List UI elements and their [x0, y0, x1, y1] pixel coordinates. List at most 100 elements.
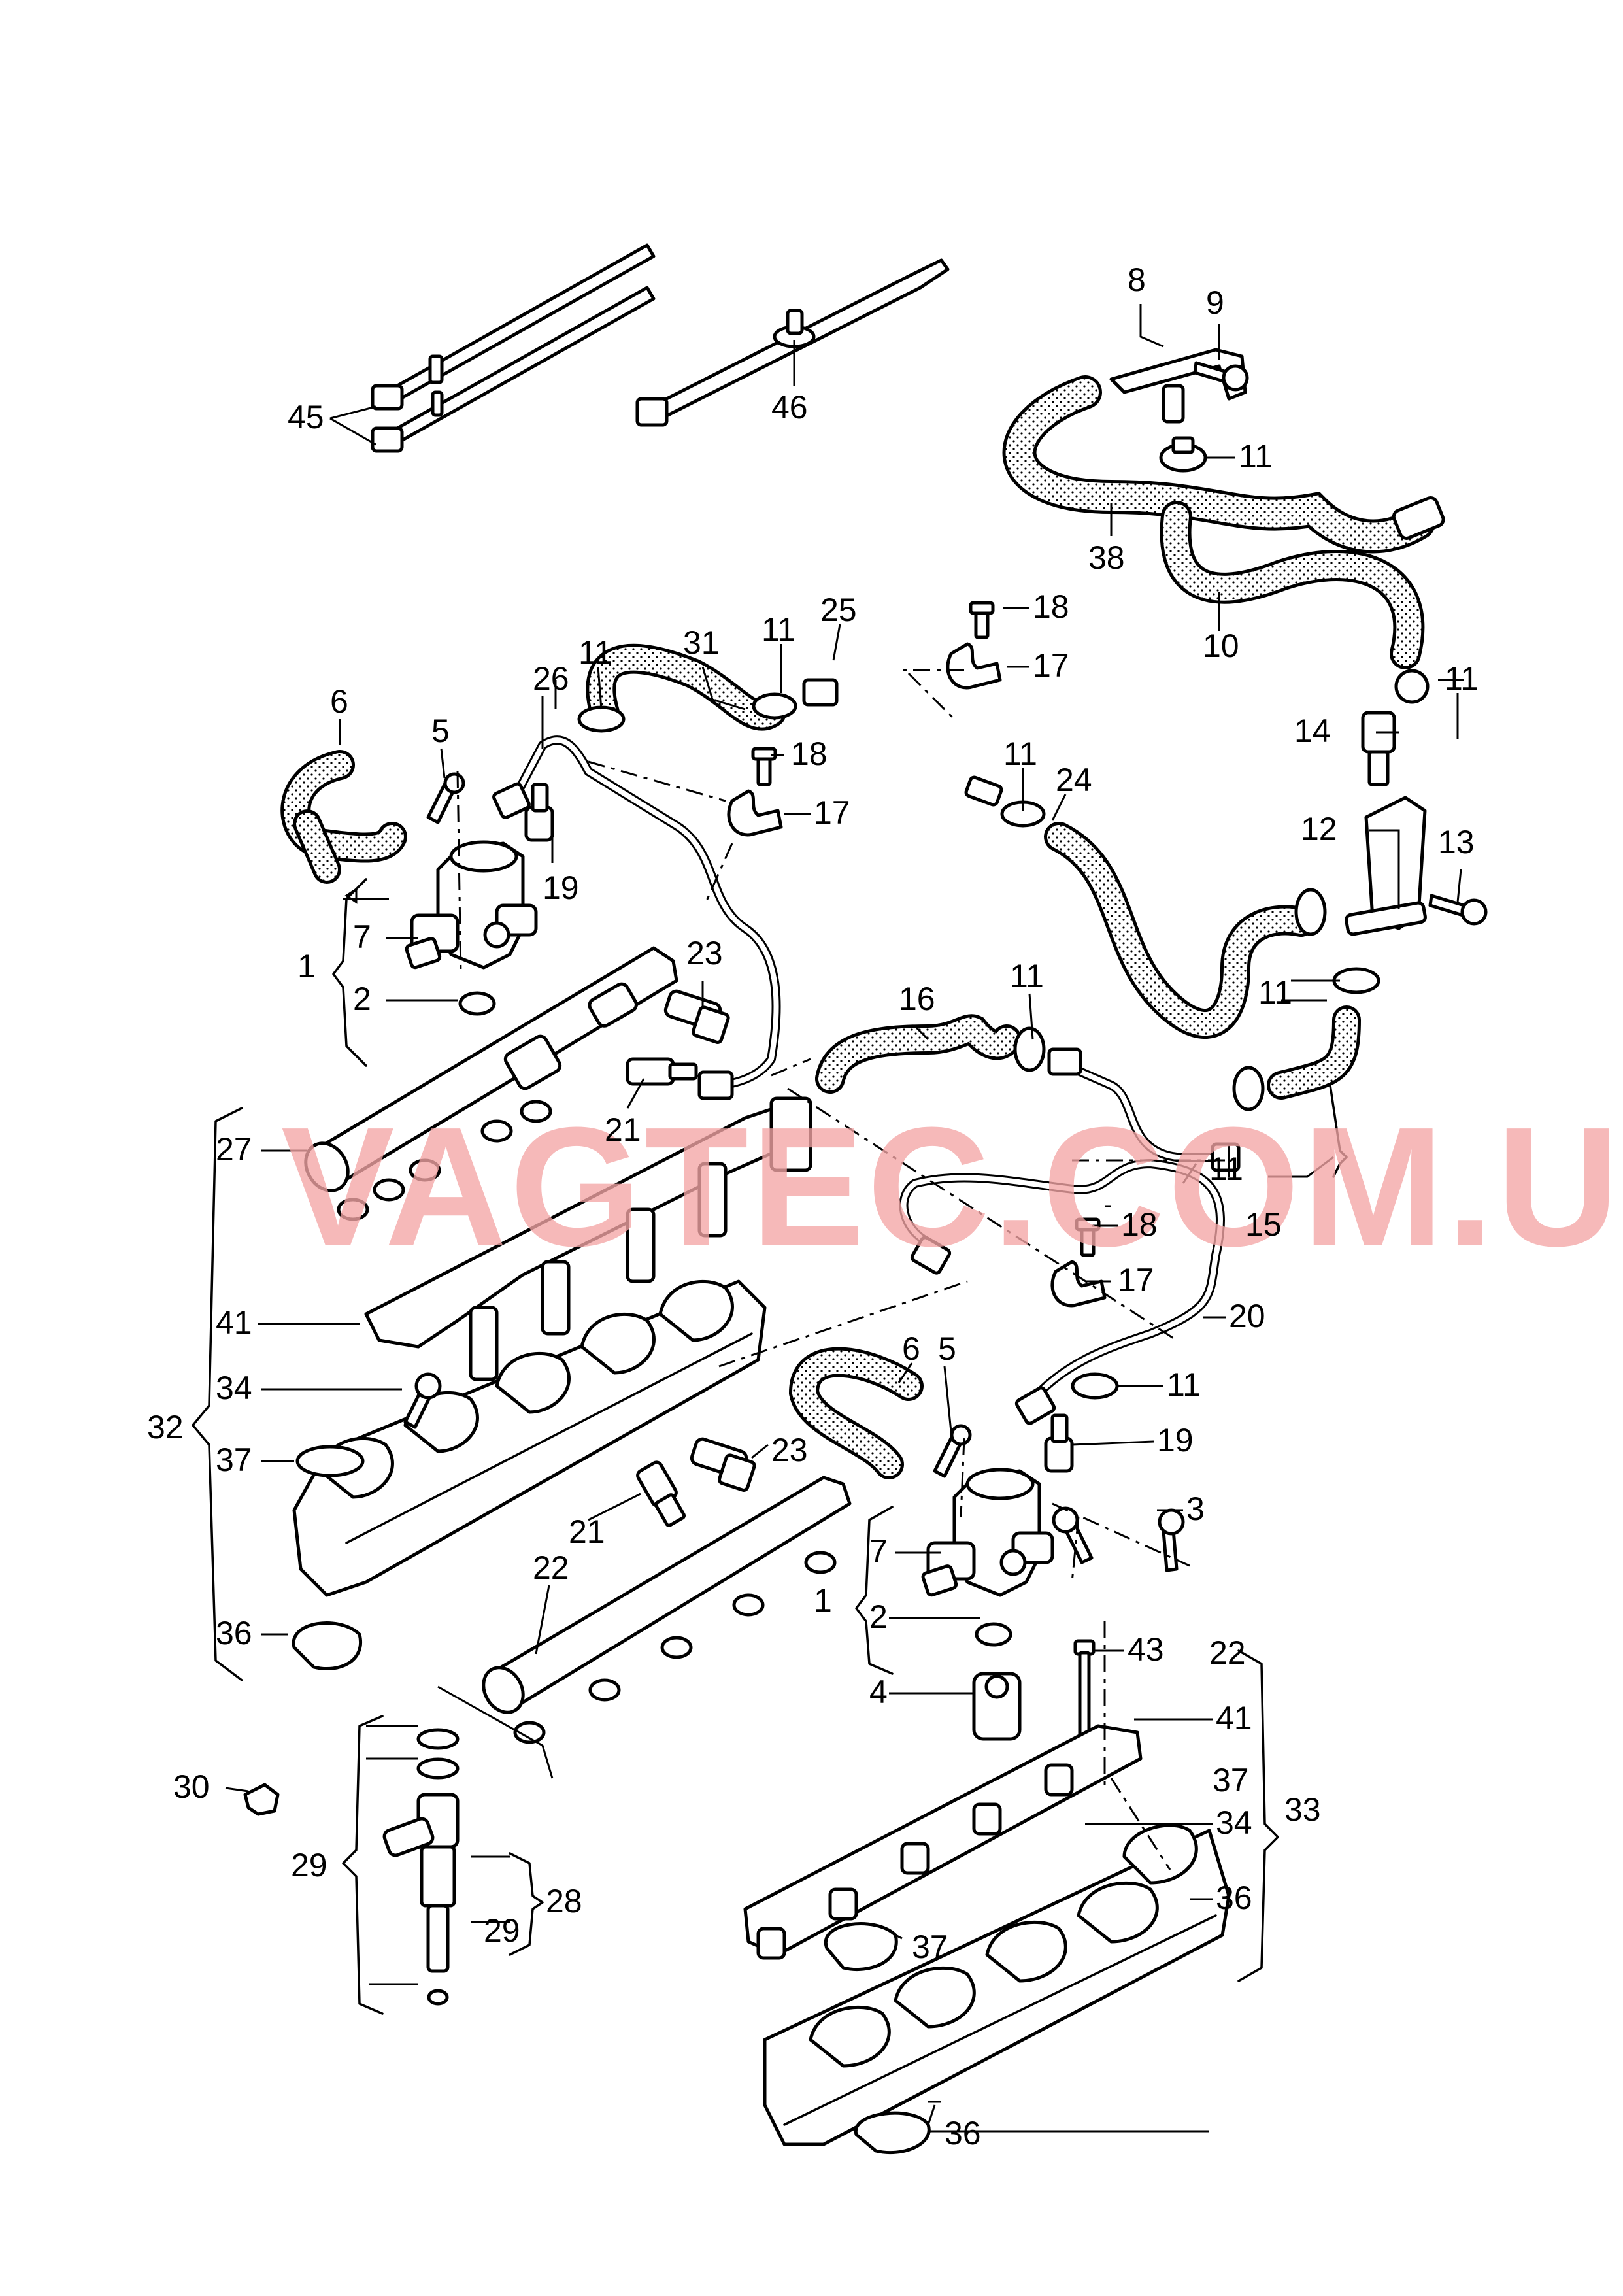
reference-lines: [456, 669, 1229, 1870]
callout-4: 4: [869, 1674, 888, 1710]
callout-7: 7: [869, 1533, 888, 1570]
fitting-19-lower: [1044, 1413, 1074, 1473]
callout-46: 46: [771, 389, 808, 426]
clip-30: [243, 1783, 280, 1816]
callout-labels: 45 46 8 9 11 38 10 25 18 17 11 31 11 26 …: [147, 262, 1479, 2152]
callout-20: 20: [1229, 1298, 1265, 1334]
callout-9: 9: [1206, 284, 1224, 321]
tappet-4: [972, 1672, 1022, 1741]
callout-28: 28: [546, 1883, 582, 1919]
callout-16: 16: [899, 981, 935, 1017]
clamps-11-right: [1294, 888, 1380, 994]
cable-ties-45: [371, 243, 656, 453]
callout-21: 21: [605, 1111, 641, 1148]
sensor-23-lower: [690, 1437, 756, 1492]
callout-45: 45: [288, 399, 324, 435]
callout-19: 19: [543, 869, 579, 906]
callout-11: 11: [1258, 974, 1292, 1011]
callout-14: 14: [1294, 713, 1331, 749]
fitting-21-upper: [626, 1057, 698, 1086]
pipe-20: [899, 1158, 1225, 1425]
pump-1-upper: [405, 840, 538, 970]
callout-8: 8: [1128, 262, 1146, 298]
callout-6: 6: [902, 1330, 920, 1367]
callout-33: 33: [1284, 1791, 1321, 1828]
callout-18: 18: [1121, 1206, 1158, 1243]
injector-29: [382, 1728, 460, 2006]
callout-22: 22: [1209, 1634, 1246, 1671]
callout-11: 11: [578, 634, 612, 671]
callout-25: 25: [820, 592, 857, 628]
callout-17: 17: [1033, 647, 1069, 684]
callout-10: 10: [1203, 628, 1239, 664]
pump-1-lower: [921, 1468, 1054, 1597]
bracket-8: [1109, 348, 1247, 424]
callout-17: 17: [814, 794, 850, 831]
callout-1: 1: [814, 1582, 832, 1619]
braces: [192, 878, 1348, 2015]
callout-27: 27: [216, 1131, 252, 1168]
callout-11: 11: [1445, 660, 1479, 697]
callout-11: 11: [1003, 735, 1037, 772]
callout-18: 18: [1033, 588, 1069, 625]
callout-43: 43: [1128, 1631, 1164, 1668]
callout-21: 21: [569, 1513, 605, 1550]
callout-5: 5: [431, 713, 450, 749]
hose-38: [1002, 375, 1445, 554]
callout-37: 37: [1213, 1762, 1249, 1798]
fuel-rail-22: [482, 1476, 852, 1744]
callout-29: 29: [291, 1847, 327, 1883]
o-ring-2-lower: [975, 1622, 1012, 1647]
callout-11: 11: [1010, 958, 1044, 994]
callout-41: 41: [1216, 1700, 1252, 1736]
callout-3: 3: [1186, 1491, 1205, 1527]
gaskets-lower: [824, 1922, 931, 2155]
callout-7: 7: [353, 919, 371, 955]
callout-11: 11: [1239, 438, 1273, 475]
gaskets: [292, 1445, 365, 1671]
pipe-25: [802, 666, 1003, 807]
bracket-41-lower: [743, 1724, 1143, 1960]
callout-15: 15: [1245, 1206, 1282, 1243]
hose-31: [586, 643, 786, 731]
o-ring-2-upper: [458, 991, 496, 1016]
intake-manifold-32: [292, 1279, 767, 1597]
hose-16: [815, 1014, 1022, 1094]
pipe-15: [1047, 1047, 1241, 1172]
callout-26: 26: [533, 660, 569, 697]
watermark: VAGTEC.COM.UA: [281, 1092, 1623, 1282]
callout-31: 31: [683, 624, 720, 661]
callout-30: 30: [173, 1768, 210, 1805]
sensor-14: [1361, 669, 1430, 786]
bolt-5-upper: [426, 772, 465, 824]
hose-6-lower: [788, 1347, 924, 1479]
callout-37: 37: [912, 1929, 948, 1965]
callout-11: 11: [761, 611, 795, 648]
callout-2: 2: [869, 1598, 888, 1635]
callout-32: 32: [147, 1409, 184, 1445]
leader-lines: [225, 304, 1464, 2133]
cable-tie-46: [635, 258, 950, 427]
hose-11-right-end: [1267, 1005, 1361, 1100]
fitting-21-lower: [636, 1460, 686, 1527]
callout-6: 6: [330, 683, 348, 720]
callout-17: 17: [1118, 1262, 1154, 1298]
callout-12: 12: [1301, 811, 1337, 847]
bolts-34: [403, 1372, 1094, 1564]
clamps-11-mid: [577, 692, 1046, 828]
callout-37: 37: [216, 1442, 252, 1478]
callout-29: 29: [484, 1912, 520, 1949]
bolt-3: [1158, 1508, 1185, 1572]
bracket-12: [1345, 796, 1427, 936]
sensor-23-upper: [663, 989, 730, 1044]
bolt-13: [1428, 894, 1488, 926]
fitting-19-upper: [524, 783, 554, 842]
hose-10: [1160, 501, 1425, 669]
clamps-11-center: [1013, 1026, 1265, 1400]
callout-36: 36: [1216, 1880, 1252, 1916]
clamp-11-top: [1159, 436, 1207, 473]
callout-13: 13: [1438, 824, 1475, 860]
hose-6-upper: [280, 750, 407, 884]
callout-34: 34: [1216, 1804, 1252, 1841]
